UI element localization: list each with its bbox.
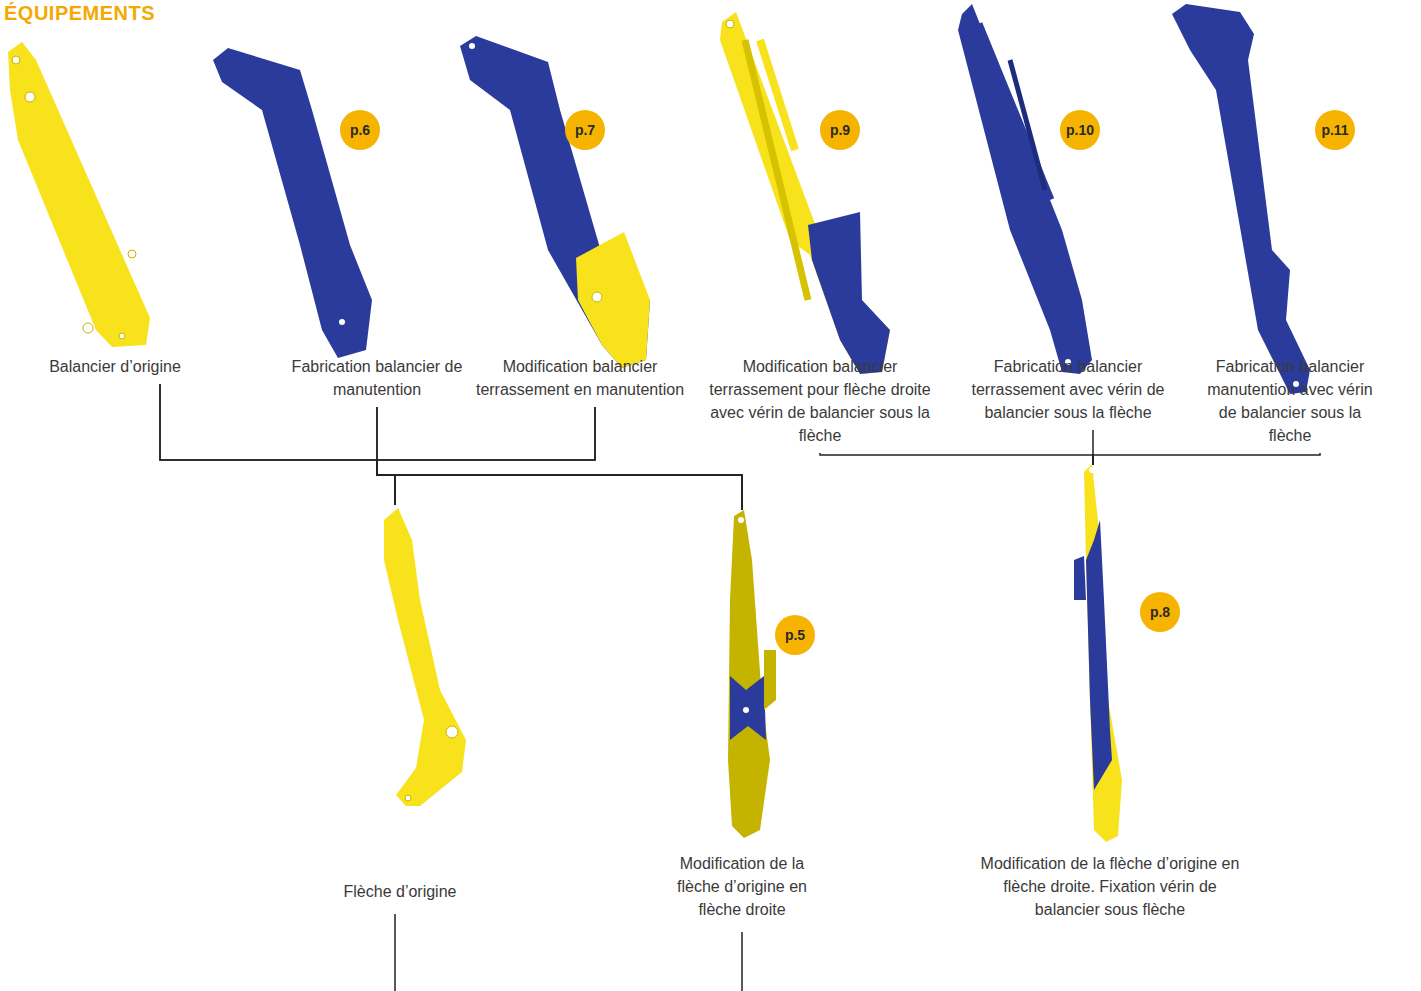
boom-body bbox=[728, 510, 770, 838]
item-caption: Modification de la flèche d’origine en f… bbox=[662, 852, 822, 921]
arm-cylinder bbox=[760, 40, 795, 150]
handling-arm-cylinder bbox=[1172, 4, 1310, 394]
page-badge: p.5 bbox=[775, 615, 815, 655]
equipment-item: Modification de la flèche d’origine en f… bbox=[662, 510, 822, 927]
compatibility-line bbox=[377, 407, 742, 510]
pin bbox=[25, 92, 35, 102]
page-badge: p.8 bbox=[1140, 592, 1180, 632]
boom-body bbox=[1084, 464, 1122, 842]
original-boom bbox=[384, 508, 466, 806]
page-number: p.10 bbox=[1066, 122, 1094, 138]
compatibility-line bbox=[160, 384, 395, 505]
equipment-item: Flèche d’origine bbox=[310, 505, 490, 909]
arm-body bbox=[213, 48, 372, 358]
page-badge: p.7 bbox=[565, 110, 605, 150]
arm-body bbox=[1172, 4, 1310, 394]
arm-body bbox=[958, 4, 1092, 374]
continuation-line bbox=[741, 932, 743, 991]
pin bbox=[743, 707, 749, 713]
page-badge: p.6 bbox=[340, 110, 380, 150]
boom-insert bbox=[730, 676, 766, 740]
digging-arm-cylinder bbox=[958, 4, 1092, 374]
handling-arm bbox=[213, 48, 372, 358]
pin bbox=[119, 333, 125, 339]
pin bbox=[405, 795, 411, 801]
equipment-item: Fabrication balancier de manutention p.6 bbox=[277, 45, 477, 407]
equipment-item: Modification balancier terrassement en m… bbox=[475, 36, 685, 407]
equipment-item: Fabrication balancier terrassement avec … bbox=[963, 6, 1173, 430]
pin bbox=[738, 517, 744, 523]
title: ÉQUIPEMENTS bbox=[4, 2, 155, 25]
arm-body bbox=[720, 12, 890, 374]
compatibility-line bbox=[377, 407, 595, 505]
page-badge: p.10 bbox=[1060, 110, 1100, 150]
straight-boom-cylinder bbox=[1074, 464, 1122, 842]
equipment-item: Fabrication balancier manutention avec v… bbox=[1205, 6, 1375, 453]
compatibility-line bbox=[377, 407, 742, 510]
item-caption: Modification balancier terrassement en m… bbox=[475, 355, 685, 401]
arm-cylinder bbox=[978, 24, 1050, 200]
compatibility-line bbox=[160, 384, 742, 510]
item-caption: Modification de la flèche d’origine en f… bbox=[975, 852, 1245, 921]
compatibility-line bbox=[377, 407, 395, 505]
compatibility-line bbox=[1093, 453, 1320, 465]
straight-boom bbox=[728, 510, 776, 838]
equipment-item: Modification balancier terrassement pour… bbox=[705, 10, 935, 453]
equipment-item: Balancier d’origine bbox=[20, 40, 210, 384]
page-number: p.11 bbox=[1321, 122, 1348, 138]
continuation-line bbox=[394, 914, 396, 991]
item-caption: Fabrication balancier de manutention bbox=[277, 355, 477, 401]
pin bbox=[446, 726, 458, 738]
item-caption: Flèche d’origine bbox=[310, 880, 490, 903]
pin bbox=[726, 20, 734, 28]
pin bbox=[339, 319, 345, 325]
pin bbox=[592, 292, 602, 302]
straight-boom-arm bbox=[720, 12, 890, 374]
original-arm bbox=[8, 42, 150, 347]
pin bbox=[83, 323, 93, 333]
item-caption: Modification balancier terrassement pour… bbox=[705, 355, 935, 447]
pin bbox=[12, 56, 20, 64]
page-badge: p.11 bbox=[1315, 110, 1355, 150]
page-number: p.5 bbox=[785, 627, 805, 643]
item-caption: Fabrication balancier manutention avec v… bbox=[1205, 355, 1375, 447]
boom-body bbox=[384, 508, 466, 806]
page-number: p.9 bbox=[830, 122, 850, 138]
equipment-item: Modification de la flèche d’origine en f… bbox=[975, 465, 1245, 927]
arm-body bbox=[8, 42, 150, 347]
item-caption: Fabrication balancier terrassement avec … bbox=[963, 355, 1173, 424]
modified-handling-arm bbox=[460, 36, 650, 368]
arm-body bbox=[460, 36, 650, 368]
arm-foot bbox=[808, 212, 890, 374]
page-number: p.7 bbox=[575, 122, 595, 138]
page-number: p.6 bbox=[350, 122, 370, 138]
pin bbox=[469, 43, 475, 49]
page-number: p.8 bbox=[1150, 604, 1170, 620]
boom-insert bbox=[1086, 520, 1112, 790]
boom-bracket bbox=[1074, 556, 1086, 600]
item-caption: Balancier d’origine bbox=[20, 355, 210, 378]
boom-bracket bbox=[764, 650, 776, 710]
page-badge: p.9 bbox=[820, 110, 860, 150]
arm-cylinder bbox=[745, 40, 808, 300]
compatibility-line bbox=[820, 453, 1093, 465]
arm-cylinder bbox=[1010, 60, 1045, 190]
pin bbox=[128, 250, 136, 258]
arm-foot bbox=[576, 232, 650, 368]
pin bbox=[1089, 467, 1095, 473]
